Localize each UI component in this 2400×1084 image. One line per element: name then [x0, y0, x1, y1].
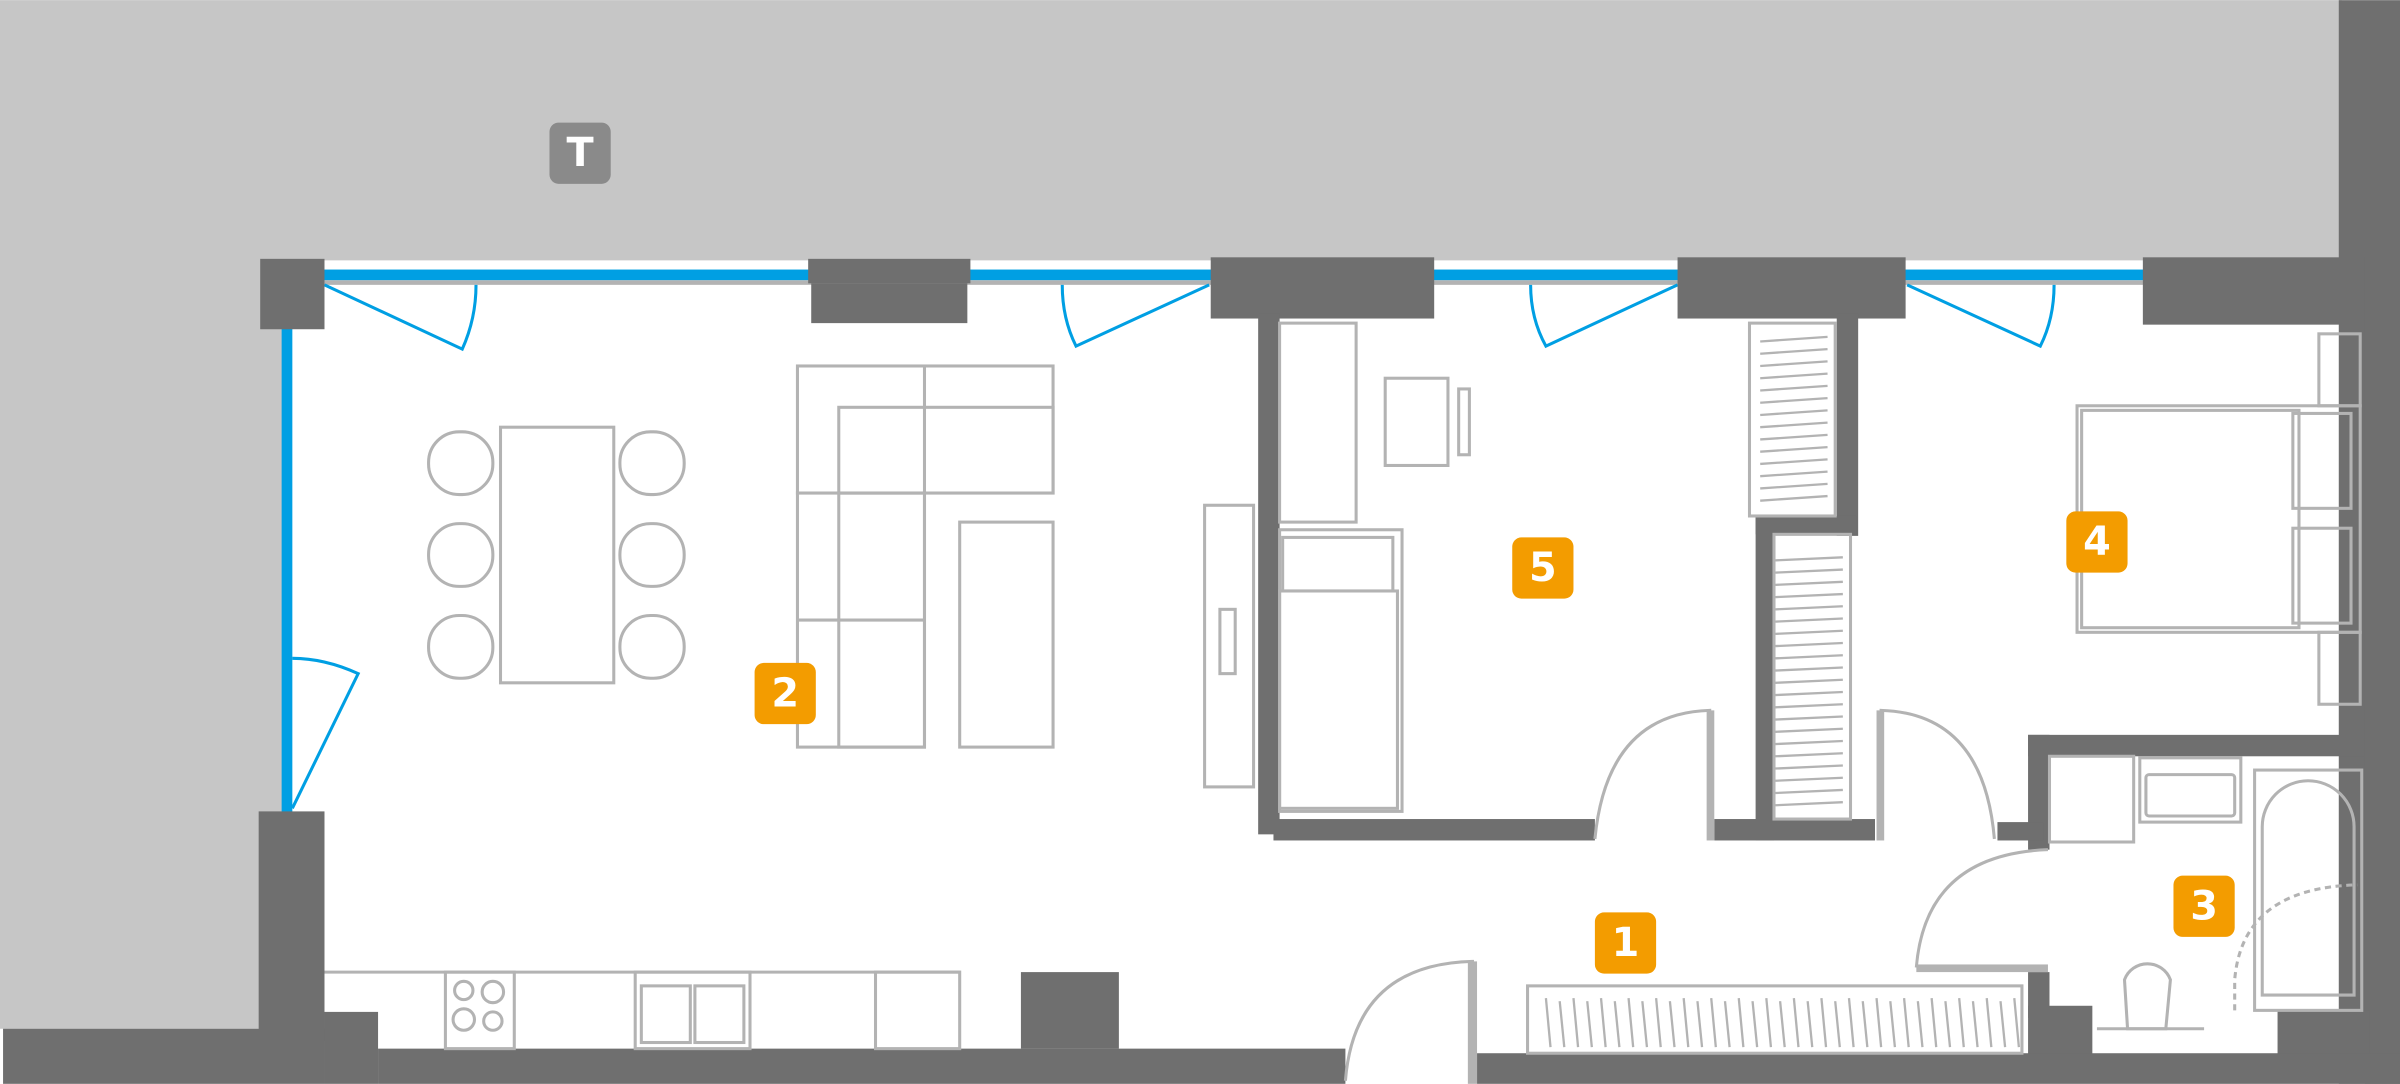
hanger-line: [1613, 1001, 1621, 1048]
hanger-line: [1775, 617, 1843, 623]
hanger-line: [1760, 384, 1828, 392]
hanger-line: [1775, 641, 1843, 648]
hanger-line: [1558, 1001, 1566, 1048]
hanger-line: [1775, 739, 1843, 746]
wardrobe-hangers: [1544, 335, 2021, 1048]
hanger-line: [1775, 568, 1843, 574]
hanger-line: [1775, 580, 1843, 587]
hanger-line: [1861, 1001, 1869, 1048]
hanger-line: [1723, 1001, 1731, 1048]
walls: [3, 0, 2400, 1084]
hanger-line: [1760, 482, 1828, 490]
hanger-line: [1889, 1001, 1897, 1048]
hanger-line: [1641, 1001, 1649, 1048]
room-badge-3: 3: [2173, 875, 2235, 937]
room-label-bedroom: 4: [2083, 519, 2111, 565]
terrace-badge: T: [549, 122, 611, 184]
kitchen-counter: [324, 970, 962, 1051]
hanger-line: [1875, 998, 1883, 1048]
hanger-line: [2013, 998, 2021, 1048]
terrace-label: T: [567, 130, 594, 176]
hanger-line: [1820, 998, 1828, 1048]
hanger-line: [1760, 347, 1828, 355]
hanger-line: [1999, 1001, 2007, 1048]
hanger-line: [1985, 998, 1993, 1048]
hanger-line: [1834, 1001, 1841, 1048]
hanger-line: [1710, 998, 1717, 1048]
hanger-line: [1760, 360, 1828, 368]
hanger-line: [1760, 433, 1828, 441]
hanger-line: [1682, 998, 1690, 1048]
hanger-line: [1778, 1001, 1786, 1048]
hanger-line: [1775, 727, 1843, 733]
hanger-line: [1806, 1001, 1814, 1048]
hanger-line: [1627, 998, 1635, 1048]
room-label-5: 5: [1529, 545, 1557, 591]
window-swings: [290, 283, 2056, 809]
hanger-line: [1775, 801, 1843, 807]
room-badge-5: 5: [1512, 537, 1574, 599]
hanger-line: [1775, 605, 1843, 611]
hanger-line: [1544, 998, 1552, 1048]
hanger-line: [1760, 445, 1828, 453]
hanger-line: [1775, 752, 1843, 758]
hanger-line: [1930, 998, 1938, 1048]
hanger-line: [1765, 998, 1773, 1048]
hanger-line: [1847, 998, 1855, 1048]
room-badge-2: 2: [754, 662, 816, 725]
hanger-line: [1760, 409, 1828, 417]
hanger-line: [1696, 1001, 1704, 1048]
sofa: [795, 364, 1055, 749]
hanger-line: [1775, 556, 1843, 562]
terrace-area: [0, 0, 2342, 1029]
hanger-line: [1792, 998, 1800, 1048]
hanger-line: [1737, 998, 1745, 1048]
hanger-line: [1775, 678, 1843, 684]
hanger-line: [1916, 1001, 1924, 1048]
doors: [1343, 708, 2049, 1084]
hanger-line: [1971, 1001, 1979, 1048]
room-label-living: 2: [771, 671, 799, 717]
bathroom-fixtures: [2047, 754, 2364, 1031]
hanger-line: [1902, 998, 1910, 1048]
wardrobes: [1526, 321, 2024, 1055]
hanger-line: [1654, 998, 1662, 1048]
hanger-line: [1775, 654, 1843, 660]
room-label-bathroom: 3: [2190, 883, 2218, 929]
hanger-line: [1760, 421, 1828, 429]
hanger-line: [1572, 998, 1580, 1048]
hanger-line: [1751, 1001, 1759, 1048]
room-badge-4: 4: [2066, 511, 2128, 573]
hanger-line: [1760, 372, 1828, 380]
hanger-line: [1775, 788, 1843, 795]
room-badge-1: 1: [1594, 912, 1657, 974]
hanger-line: [1775, 764, 1843, 770]
hanger-line: [1944, 1001, 1952, 1048]
hanger-line: [1958, 998, 1965, 1048]
hanger-line: [1760, 458, 1828, 466]
hanger-line: [1775, 776, 1843, 782]
dining-set: [427, 425, 686, 685]
hanger-line: [1775, 715, 1843, 721]
hanger-line: [1668, 1001, 1676, 1048]
room-label-hall: 1: [1612, 920, 1640, 966]
hanger-line: [1760, 494, 1828, 502]
hanger-line: [1760, 335, 1828, 343]
hanger-line: [1775, 690, 1843, 697]
window-left: [281, 321, 293, 820]
room5-furniture: [1203, 321, 1471, 813]
hanger-line: [1760, 396, 1828, 404]
hanger-line: [1760, 470, 1828, 478]
hanger-line: [1775, 703, 1843, 709]
hanger-line: [1599, 998, 1607, 1048]
hanger-line: [1775, 666, 1843, 672]
hanger-line: [1586, 1001, 1593, 1048]
hanger-line: [1775, 629, 1843, 635]
hanger-line: [1775, 592, 1843, 599]
